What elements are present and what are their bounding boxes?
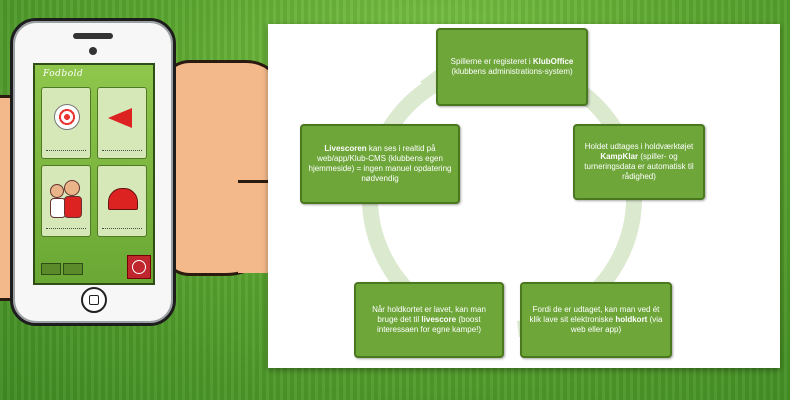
camera-icon	[89, 47, 97, 55]
megaphone-icon	[108, 108, 132, 128]
node-livescore: Når holdkortet er lavet, kan man bruge d…	[354, 282, 504, 358]
basket-icon	[108, 188, 138, 210]
screen-button	[63, 263, 83, 275]
tile-megaphone	[97, 87, 147, 159]
tile-people	[41, 165, 91, 237]
smartphone: Fodbold	[10, 18, 176, 326]
tile-label	[46, 150, 86, 154]
ball-icon	[54, 104, 80, 130]
home-button-icon	[81, 287, 107, 313]
tile-label	[102, 150, 142, 154]
diagram-slide: Spillerne er registeret i KlubOffice (kl…	[268, 24, 780, 368]
node-klub-office: Spillerne er registeret i KlubOffice (kl…	[436, 28, 588, 106]
app-title: Fodbold	[43, 69, 84, 79]
tile-basket	[97, 165, 147, 237]
phone-screen: Fodbold	[33, 63, 155, 285]
screen-button	[41, 263, 61, 275]
tile-ball	[41, 87, 91, 159]
people-icon	[50, 178, 82, 218]
node-holdkort: Fordi de er udtaget, kan man ved ét klik…	[520, 282, 672, 358]
node-kampklar: Holdet udtages i holdværktøjet KampKlar …	[573, 124, 705, 200]
speaker-icon	[73, 33, 113, 39]
tile-label	[46, 228, 86, 232]
tile-label	[102, 228, 142, 232]
club-logo-icon	[127, 255, 151, 279]
node-livescoren: Livescoren kan ses i realtid på web/app/…	[300, 124, 460, 204]
